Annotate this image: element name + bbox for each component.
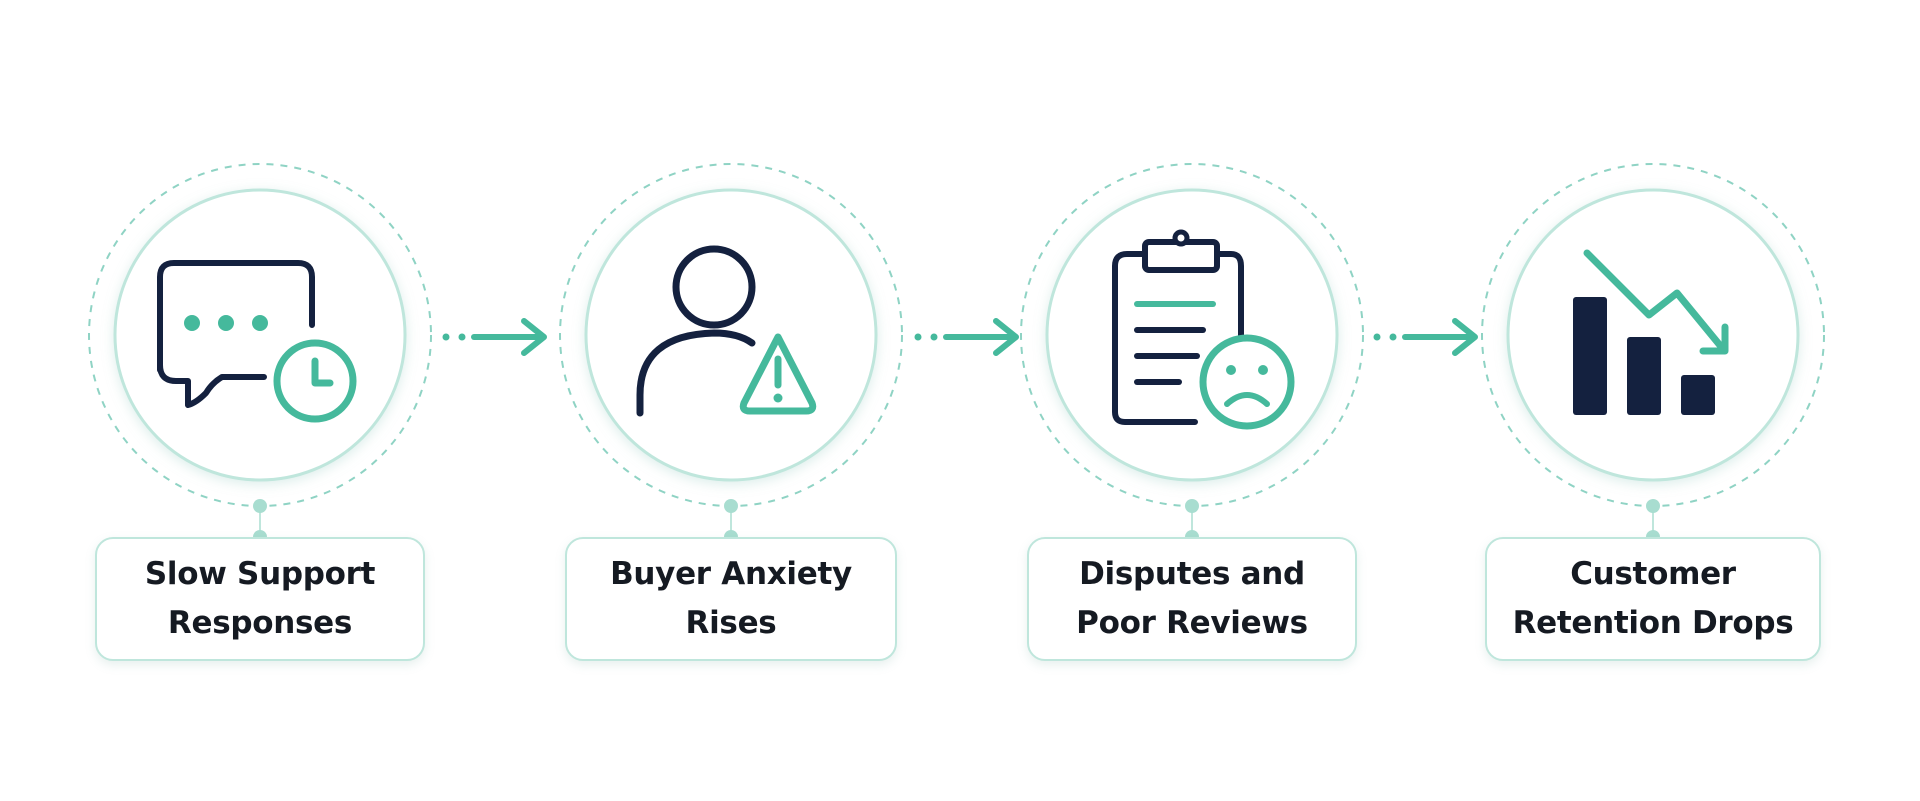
step-label-box: Buyer Anxiety Rises xyxy=(565,537,897,661)
step-label-line-2: Retention Drops xyxy=(1512,605,1794,641)
step-customer-retention-drops: Customer Retention Drops xyxy=(1468,0,1838,801)
step-label-line-1: Disputes and xyxy=(1079,556,1305,592)
chat-clock-icon xyxy=(157,260,357,423)
step-label-line-2: Rises xyxy=(685,605,777,641)
arrow-icon xyxy=(914,318,1019,356)
declining-bar-chart-icon xyxy=(1573,249,1729,415)
step-label-box: Disputes and Poor Reviews xyxy=(1027,537,1357,661)
step-label-line-2: Poor Reviews xyxy=(1076,605,1308,641)
step-label-line-1: Slow Support xyxy=(144,556,376,592)
stem-dot-top xyxy=(1646,499,1660,513)
step-label-line-2: Responses xyxy=(167,605,353,641)
stem-dot-top xyxy=(253,499,267,513)
arrow-icon xyxy=(442,318,547,356)
step-label-line-1: Buyer Anxiety xyxy=(610,556,852,592)
step-label-box: Customer Retention Drops xyxy=(1485,537,1821,661)
step-slow-support-responses: Slow Support Responses xyxy=(75,0,445,801)
arrow-icon xyxy=(1373,318,1478,356)
stem-dot-top xyxy=(1185,499,1199,513)
step-disputes-poor-reviews: Disputes and Poor Reviews xyxy=(1007,0,1377,801)
step-label-line-1: Customer xyxy=(1570,556,1736,592)
clipboard-sad-icon xyxy=(1112,229,1295,430)
step-label-box: Slow Support Responses xyxy=(95,537,425,661)
user-warning-icon xyxy=(636,245,817,417)
stem-dot-top xyxy=(724,499,738,513)
step-buyer-anxiety-rises: Buyer Anxiety Rises xyxy=(546,0,916,801)
